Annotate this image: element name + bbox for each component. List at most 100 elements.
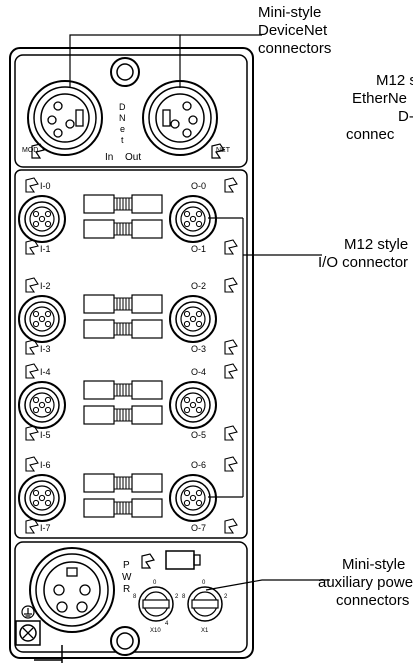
pwr-label-r: R [123,584,130,595]
output-label-bottom-1: O-3 [191,344,206,354]
mod-label: MOD [22,147,38,154]
aux-callout-line1: Mini-style [342,556,406,573]
dnet-label-n: N [119,113,126,123]
output-label-top-3: O-6 [191,460,206,470]
output-led-icon-top-1 [224,277,238,293]
io-callout: M12 style I/O connector [318,236,408,272]
dial-mark-0-x1: 0 [202,580,206,586]
output-led-icon-bottom-3 [224,518,238,534]
dial-mark-0-x10: 0 [153,580,157,586]
input-connector-1 [18,295,66,343]
pwr-label-p: P [123,560,130,571]
io-status-window [83,473,163,493]
ethernet-callout-line1: M12 s [376,72,413,89]
dial-mark-8-x1: 8 [182,594,186,600]
io-callout-line2: I/O connector [318,254,409,271]
input-led-icon-top-3 [25,456,39,472]
address-dial-x10[interactable] [138,586,174,622]
input-label-bottom-3: I-7 [40,523,51,533]
input-label-top-2: I-4 [40,367,51,377]
input-led-icon-bottom-0 [25,239,39,255]
input-label-top-1: I-2 [40,281,51,291]
input-label-top-0: I-0 [40,181,51,191]
io-callout-line1: M12 style [344,236,409,253]
aux-callout-line2: auxiliary powe [318,574,413,591]
out-label: Out [125,152,141,163]
input-connector-0 [18,195,66,243]
top-mounting-hole [110,57,140,87]
output-led-icon-bottom-2 [224,425,238,441]
net-label: NET [216,147,231,154]
output-label-top-0: O-0 [191,181,206,191]
io-status-window [83,380,163,400]
mod-led-icon [31,143,45,159]
input-led-icon-top-2 [25,363,39,379]
pwr-led-icon [141,553,155,569]
in-label: In [105,152,113,163]
output-led-icon-bottom-1 [224,339,238,355]
io-status-window [83,319,163,339]
output-label-top-2: O-4 [191,367,206,377]
dnet-label-t: t [121,135,124,145]
input-led-icon-bottom-2 [25,425,39,441]
devicenet-in-connector [27,80,103,156]
dial-mark-2-x1: 2 [224,594,228,600]
input-connector-3 [18,474,66,522]
ethernet-callout-line2: EtherNe [352,90,408,107]
input-label-bottom-2: I-5 [40,430,51,440]
dial-mark-8-x10: 8 [133,594,137,600]
ground-screw [15,620,41,646]
dial-mark-2-x10: 2 [175,594,179,600]
input-label-top-3: I-6 [40,460,51,470]
ethernet-callout-line4: connec [346,126,395,143]
input-label-bottom-0: I-1 [40,244,51,254]
devicenet-callout-line1: Mini-style [258,4,322,21]
output-led-icon-top-2 [224,363,238,379]
io-status-window [83,294,163,314]
output-connector-3 [169,474,217,522]
io-status-window [83,219,163,239]
input-connector-2 [18,381,66,429]
devicenet-callout: Mini-style DeviceNet connectors [258,4,331,58]
dnet-label-d: D [119,102,126,112]
module-housing [9,47,254,659]
io-rows: I-0I-1 O-0O-1I-2I-3 O-2O-3I-4I-5 O-4O-5I-6I… [18,177,238,534]
output-label-bottom-2: O-5 [191,430,206,440]
output-connector-2 [169,381,217,429]
power-section: P W R 0 0 8 2 8 2 4 X10 X1 [14,541,248,663]
dial-label-x1: X1 [201,628,209,634]
aux-callout-line3: connectors [336,592,410,609]
devicenet-callout-line3: connectors [258,40,332,57]
devicenet-callout-line2: DeviceNet [258,22,328,39]
dial-label-x10: X10 [150,628,161,634]
input-led-icon-top-0 [25,177,39,193]
output-led-icon-top-0 [224,177,238,193]
io-status-window [83,194,163,214]
net-led-icon [211,143,225,159]
ethernet-callout: M12 s EtherNe D-c connec [346,72,413,144]
aux-power-connector [29,547,115,633]
io-status-window [83,405,163,425]
input-led-icon-top-1 [25,277,39,293]
address-dial-x1[interactable] [187,586,223,622]
network-section-frame [14,54,248,168]
output-led-icon-bottom-0 [224,239,238,255]
ground-icon [21,605,35,619]
input-led-icon-bottom-1 [25,339,39,355]
aux-power-callout: Mini-style auxiliary powe connectors [318,556,413,610]
io-section-frame [14,169,248,539]
dial-mark-4-x10: 4 [165,621,169,627]
output-connector-0 [169,195,217,243]
bottom-mounting-hole [110,626,140,656]
output-label-bottom-0: O-1 [191,244,206,254]
io-status-window [83,498,163,518]
dnet-label-e: e [120,124,125,134]
output-label-bottom-3: O-7 [191,523,206,533]
output-connector-1 [169,295,217,343]
input-led-icon-bottom-3 [25,518,39,534]
output-led-icon-top-3 [224,456,238,472]
output-label-top-1: O-2 [191,281,206,291]
ethernet-callout-line3: D-c [398,108,413,125]
input-label-bottom-1: I-3 [40,344,51,354]
